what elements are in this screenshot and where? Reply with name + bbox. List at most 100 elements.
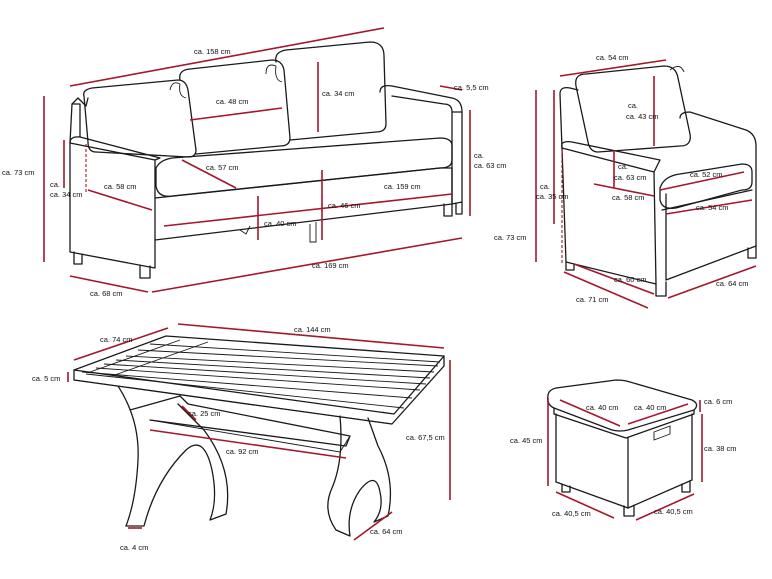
stool-dimensions	[547, 398, 703, 521]
dim-chair-seat-width-front	[665, 199, 753, 215]
table-top	[73, 335, 445, 415]
stool-handle	[653, 425, 671, 441]
table-slat	[81, 371, 413, 399]
sofa-under-frame	[239, 222, 317, 243]
dim-chair-depth-total	[563, 271, 649, 309]
dim-table-foot-depth	[353, 511, 393, 541]
chair-leg-left	[565, 261, 575, 271]
sofa-right-armrest	[379, 84, 463, 205]
label-sofa-seat-depth-front: ca. 57 cm	[206, 163, 239, 172]
table-slats	[81, 339, 441, 409]
sofa-dimensions	[43, 27, 471, 293]
dim-sofa-back-width	[69, 27, 385, 87]
label-sofa-armrest-width: ca. 5,5 cm	[454, 83, 489, 92]
dim-stool-base-width-b	[635, 493, 695, 521]
dim-sofa-armrest-width	[439, 85, 463, 91]
label-sofa-seat-height: ca. 40 cm	[264, 219, 297, 228]
sofa-drawing	[69, 41, 463, 279]
sofa-back-cushion-left	[83, 79, 197, 158]
table-slat	[137, 349, 439, 367]
label-sofa-arm-height-1: ca.	[474, 151, 484, 160]
table-slat	[103, 363, 427, 385]
label-sofa-back-width: ca. 158 cm	[194, 47, 231, 56]
dim-sofa-total-depth	[69, 275, 149, 293]
label-chair-arm-height: ca. 63 cm	[614, 173, 647, 182]
label-sofa-seat-width: ca. 159 cm	[384, 182, 421, 191]
dim-chair-seat-width	[659, 171, 745, 191]
stool-leg-right	[681, 481, 691, 493]
label-stool-base-width-a: ca. 40,5 cm	[552, 509, 591, 518]
label-chair-cushion-height-1: ca.	[628, 101, 638, 110]
label-chair-depth-inner: ca. 60 cm	[614, 275, 647, 284]
label-chair-depth-total: ca. 71 cm	[576, 295, 609, 304]
table-leg-left	[117, 385, 229, 527]
label-chair-width-total: ca. 64 cm	[716, 279, 749, 288]
sofa-back-frame	[71, 97, 89, 107]
stool-box	[555, 413, 693, 509]
label-sofa-cushion-height: ca. 34 cm	[322, 89, 355, 98]
sofa-leg-right	[455, 201, 463, 215]
label-sofa-total-depth: ca. 68 cm	[90, 289, 123, 298]
label-chair-arm-height-1: ca.	[618, 162, 628, 171]
chair-leg-right	[747, 245, 757, 259]
dim-chair-width-total	[667, 265, 757, 299]
armchair-drawing	[559, 65, 757, 297]
armchair-dimensions	[535, 59, 757, 309]
stool-cushion-top	[546, 379, 698, 432]
label-table-top-thickness: ca. 5 cm	[32, 374, 60, 383]
dim-sofa-total-width	[151, 237, 463, 293]
table-slat	[149, 343, 441, 363]
label-stool-base-width-b: ca. 40,5 cm	[654, 507, 693, 516]
label-chair-back-width: ca. 54 cm	[596, 53, 629, 62]
dim-chair-depth-inner	[573, 263, 655, 295]
table-drawing	[73, 335, 445, 537]
chair-right-armrest	[665, 111, 757, 281]
chair-back-cushion	[575, 65, 691, 153]
sofa-left-armrest	[69, 142, 156, 269]
chair-left-armrest	[561, 147, 657, 285]
label-chair-seat-depth: ca. 58 cm	[612, 193, 645, 202]
table-slat	[95, 367, 421, 391]
sofa-labels: ca. 158 cm ca. 48 cm ca. 34 cm ca. 5,5 c…	[2, 47, 507, 298]
dim-sofa-seat-depth-side	[87, 189, 153, 211]
sofa-leg-front-mid	[139, 264, 151, 279]
stool-leg-left	[561, 483, 571, 493]
sofa-back-cushion-middle	[179, 59, 291, 155]
sofa-back-cushion-right	[275, 41, 387, 141]
sofa-left-arm-back	[69, 103, 81, 144]
stool-labels: ca. 40 cm ca. 40 cm ca. 6 cm ca. 45 cm c…	[510, 397, 737, 518]
label-table-shelf-length: ca. 92 cm	[226, 447, 259, 456]
sofa-cushion-tie-1	[169, 82, 187, 99]
dim-sofa-seat-width	[163, 193, 453, 227]
label-table-length: ca. 144 cm	[294, 325, 331, 334]
label-stool-top-width-b: ca. 40 cm	[634, 403, 667, 412]
label-sofa-arm-height: ca. 63 cm	[474, 161, 507, 170]
stool-cushion-side	[553, 407, 695, 439]
label-table-leg-width: ca. 4 cm	[120, 543, 148, 552]
table-shelf-inner	[149, 419, 351, 453]
label-sofa-seat-height-arm-1: ca.	[50, 180, 60, 189]
dim-stool-base-width-a	[555, 491, 615, 519]
label-table-depth: ca. 74 cm	[100, 335, 133, 344]
label-table-height: ca. 67,5 cm	[406, 433, 445, 442]
dim-stool-top-width-a	[559, 399, 621, 427]
sofa-cushion-tie-2	[265, 64, 283, 83]
table-slat	[125, 355, 435, 373]
sofa-leg-back-right	[443, 203, 453, 217]
dim-table-shelf-depth	[181, 405, 197, 421]
dim-chair-back-width	[559, 59, 667, 77]
stool-leg-front	[623, 505, 635, 517]
armchair-labels: ca. 54 cm ca. ca. 43 cm ca. ca. 35 cm ca…	[494, 53, 749, 304]
label-stool-top-width-a: ca. 40 cm	[586, 403, 619, 412]
chair-left-arm-top	[561, 140, 661, 173]
dim-sofa-cushion-width	[189, 107, 283, 121]
dim-sofa-seat-depth-front	[181, 159, 237, 189]
table-dimensions	[67, 323, 451, 541]
chair-leg-front	[655, 281, 667, 297]
label-chair-seat-width-front: ca. 54 cm	[696, 203, 729, 212]
table-labels: ca. 74 cm ca. 144 cm ca. 5 cm ca. 25 cm …	[32, 325, 445, 552]
sofa-left-arm-top	[69, 136, 161, 161]
sofa-leg-front-left	[73, 251, 83, 265]
label-sofa-total-width: ca. 169 cm	[312, 261, 349, 270]
